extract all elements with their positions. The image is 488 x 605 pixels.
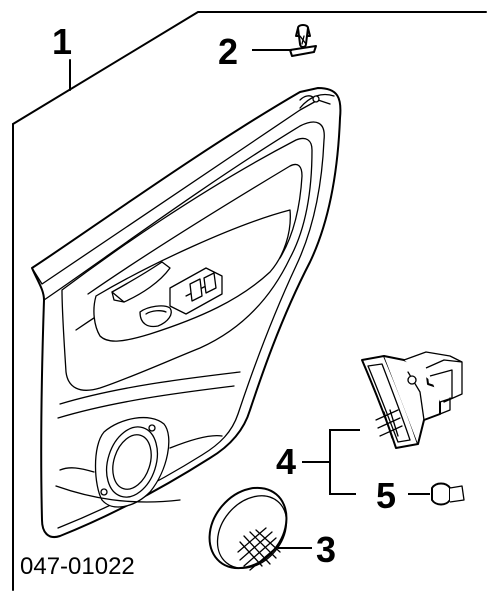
courtesy-lamp [361,351,463,449]
part-number-label: 047-01022 [20,553,135,580]
callout-3: 3 [316,529,336,570]
callout-4: 4 [276,441,296,482]
callout-5: 5 [376,475,396,516]
part-1-frame [12,11,487,591]
trim-clip [289,24,317,57]
leader-line-4-5 [329,429,360,495]
callout-1: 1 [52,21,72,62]
door-trim-panel [31,87,342,538]
callout-2: 2 [218,31,238,72]
lamp-bulb [408,482,465,506]
speaker-grille-cover [208,486,288,571]
